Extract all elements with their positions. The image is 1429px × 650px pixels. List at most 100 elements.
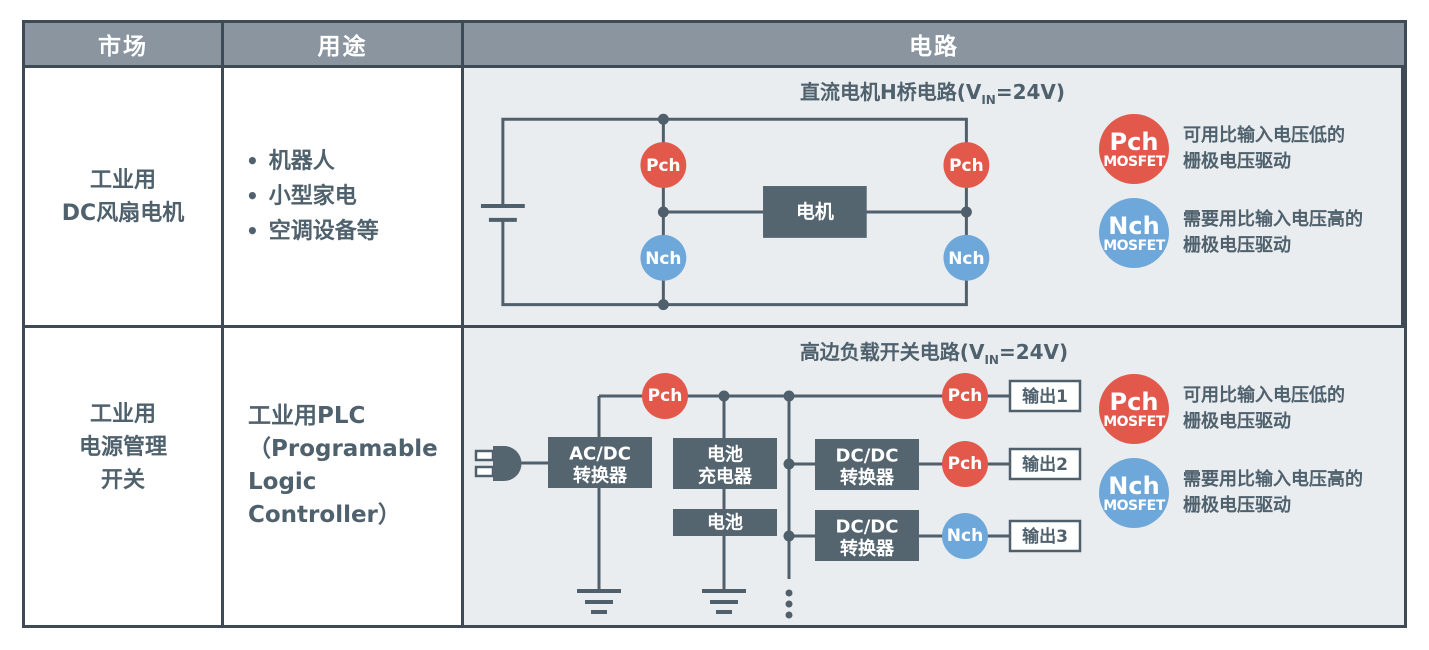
junction-dot [783,390,795,402]
pch-transistor-label: Pch [948,386,983,406]
legend-nch-text-line: 栅极电压驱动 [1183,495,1291,516]
dcdc-converter-label: DC/DC [836,446,899,467]
battery-icon [480,203,525,222]
nch-transistor-label: Nch [645,248,681,268]
pch-mosfet-badge-icon: Pch MOSFET [1099,374,1169,444]
market-line: 工业用 [89,167,156,193]
mosfet-legend: Pch MOSFET 可用比输入电压低的 栅极电压驱动 Nch MOSFET 需… [1099,114,1363,268]
header-cell-circuit: 电路 [464,23,1404,68]
output2-label: 输出2 [1022,454,1068,475]
pch-mosfet-badge-icon: Pch MOSFET [1099,114,1169,184]
output1-label: 输出1 [1022,386,1068,407]
pch-transistor-label: Pch [648,386,683,406]
row1-circuit-cell: 直流电机H桥电路(VIN=24V) 电机 Pch Pch [464,68,1404,328]
dcdc-converter-label: 转换器 [840,538,895,560]
legend-pch-text-line: 可用比输入电压低的 [1183,125,1345,146]
pch-transistor-circle [942,373,988,419]
bullet-dot: • [246,219,259,243]
legend-nch-text-line: 需要用比输入电压高的 [1183,209,1363,230]
pch-transistor-circle [942,441,988,487]
junction-dot [657,299,669,311]
vin-subscript: IN [984,353,999,367]
motor-label: 电机 [796,200,834,223]
legend-item-pch: Pch MOSFET 可用比输入电压低的 栅极电压驱动 [1099,114,1363,184]
vin-subscript: IN [981,93,996,107]
acdc-converter-label: 转换器 [573,465,628,487]
ac-plug-icon [474,446,522,481]
usage-line: Logic Controller） [248,468,401,528]
legend-nch-text-line: 需要用比输入电压高的 [1183,469,1363,490]
legend-pch-text-line: 栅极电压驱动 [1183,151,1291,172]
legend-item-pch: Pch MOSFET 可用比输入电压低的 栅极电压驱动 [1099,374,1363,444]
nch-mosfet-badge-icon: Nch MOSFET [1099,198,1169,268]
junction-dot [718,390,730,402]
loadswitch-circuit-title: 高边负载开关电路(VIN=24V) [464,336,1404,367]
pch-transistor-label: Pch [948,454,983,474]
acdc-converter-label: AC/DC [569,444,631,465]
hbridge-circuit-title: 直流电机H桥电路(VIN=24V) [464,76,1401,107]
junction-dot [657,113,669,125]
junction-dot [783,530,795,542]
header-market-label: 市场 [98,34,148,60]
loadswitch-circuit-svg: AC/DC 转换器 电池 充电器 电池 DC/DC 转换器 DC/DC 转换器 … [474,373,1082,619]
nch-badge-label: Nch [1108,211,1160,240]
ground-icon [702,589,746,614]
battery-label: 电池 [707,512,743,534]
header-cell-market: 市场 [25,23,224,68]
circuit-title-suffix: =24V) [995,80,1066,104]
nch-transistor-circle [942,513,988,559]
circuit-title-prefix: 直流电机H桥电路(V [799,80,982,104]
pch-badge-sublabel: MOSFET [1103,153,1165,170]
junction-dot [657,206,669,218]
junction-dot [960,206,972,218]
battery-charger-label: 电池 [707,444,743,466]
circuit-title-suffix: =24V) [998,340,1069,364]
market-line: 工业用 [89,402,156,427]
nch-transistor-label: Nch [948,248,984,268]
usage-bullet-label: 机器人 [268,149,335,174]
market-line: DC风扇电机 [61,200,185,226]
pch-badge-sublabel: MOSFET [1103,413,1165,430]
market-usage-circuit-table: 市场 用途 电路 工业用 DC风扇电机 • 机器人 • 小型家电 [22,20,1407,628]
legend-nch-text-line: 栅极电压驱动 [1183,235,1291,256]
circuit-title-prefix: 高边负载开关电路(V [799,340,985,364]
row1-market-cell: 工业用 DC风扇电机 [25,68,224,328]
legend-pch-text-line: 栅极电压驱动 [1183,411,1291,432]
market-line: 电源管理 [78,435,167,460]
pch-transistor-circle [640,142,687,189]
battery-charger-box [673,438,777,489]
row2-market-cell: 工业用 电源管理 开关 [25,328,224,625]
dcdc-converter-label: DC/DC [836,517,899,538]
usage-bullet-item: • 空调设备等 [246,214,461,249]
hbridge-circuit-svg: 电机 Pch Pch Nch Nch [480,113,990,311]
usage-bullet-list: • 机器人 • 小型家电 • 空调设备等 [224,144,461,249]
row2-usage-cell: 工业用PLC （Programable Logic Controller） [224,328,464,625]
nch-transistor-label: Nch [947,526,983,546]
pch-transistor-circle [642,373,688,419]
usage-bullet-item: • 机器人 [246,144,461,179]
pch-transistor-label: Pch [646,155,681,175]
dcdc-converter-label: 转换器 [840,467,895,489]
pch-badge-label: Pch [1109,387,1159,416]
legend-item-nch: Nch MOSFET 需要用比输入电压高的 栅极电压驱动 [1099,458,1363,528]
usage-line: （Programable [248,435,438,462]
usage-bullet-label: 小型家电 [268,184,357,209]
output1-box [1008,379,1082,413]
bullet-dot: • [246,149,259,173]
battery-charger-label: 充电器 [698,466,753,488]
dcdc-converter-box [815,510,919,561]
row1-usage-cell: • 机器人 • 小型家电 • 空调设备等 [224,68,464,328]
usage-bullet-label: 空调设备等 [268,219,379,244]
row2-circuit-cell: 高边负载开关电路(VIN=24V) [464,328,1404,625]
pch-transistor-label: Pch [949,155,984,175]
header-cell-usage: 用途 [224,23,464,68]
pch-transistor-circle [943,142,990,189]
output3-label: 输出3 [1022,526,1068,547]
dcdc-converter-box [815,439,919,490]
header-circuit-label: 电路 [909,34,959,60]
mosfet-legend: Pch MOSFET 可用比输入电压低的 栅极电压驱动 Nch MOSFET 需… [1099,374,1363,528]
header-usage-label: 用途 [317,34,368,60]
nch-transistor-circle [943,234,990,281]
pch-badge-label: Pch [1109,127,1159,156]
